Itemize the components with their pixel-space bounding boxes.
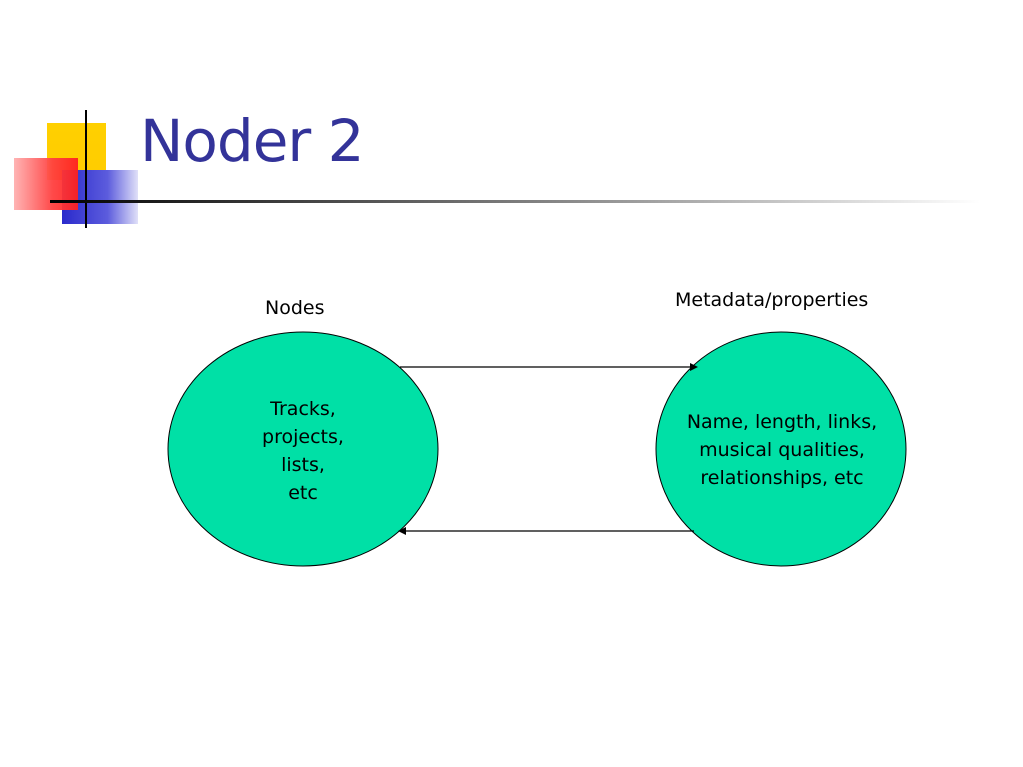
metadata-ellipse bbox=[655, 331, 907, 567]
title-divider-line bbox=[50, 200, 980, 203]
metadata-text-line: musical qualities, bbox=[699, 439, 865, 461]
nodes-ellipse bbox=[167, 331, 439, 567]
metadata-text: Name, length, links, musical qualities, … bbox=[668, 408, 896, 492]
nodes-text-line: Tracks, bbox=[270, 398, 336, 420]
corner-logo-icon bbox=[14, 110, 138, 228]
nodes-text-line: lists, bbox=[281, 454, 325, 476]
metadata-text-line: Name, length, links, bbox=[686, 411, 878, 433]
nodes-label: Nodes bbox=[265, 297, 325, 319]
metadata-label: Metadata/properties bbox=[675, 289, 869, 311]
arrow-to-metadata bbox=[400, 363, 698, 371]
metadata-text-line: relationships, etc bbox=[700, 467, 864, 489]
nodes-text-line: etc bbox=[288, 482, 318, 504]
slide-title: Noder 2 bbox=[140, 107, 365, 175]
arrow-to-nodes bbox=[398, 527, 694, 535]
nodes-text: Tracks, projects, lists, etc bbox=[218, 395, 388, 507]
nodes-text-line: projects, bbox=[262, 426, 344, 448]
